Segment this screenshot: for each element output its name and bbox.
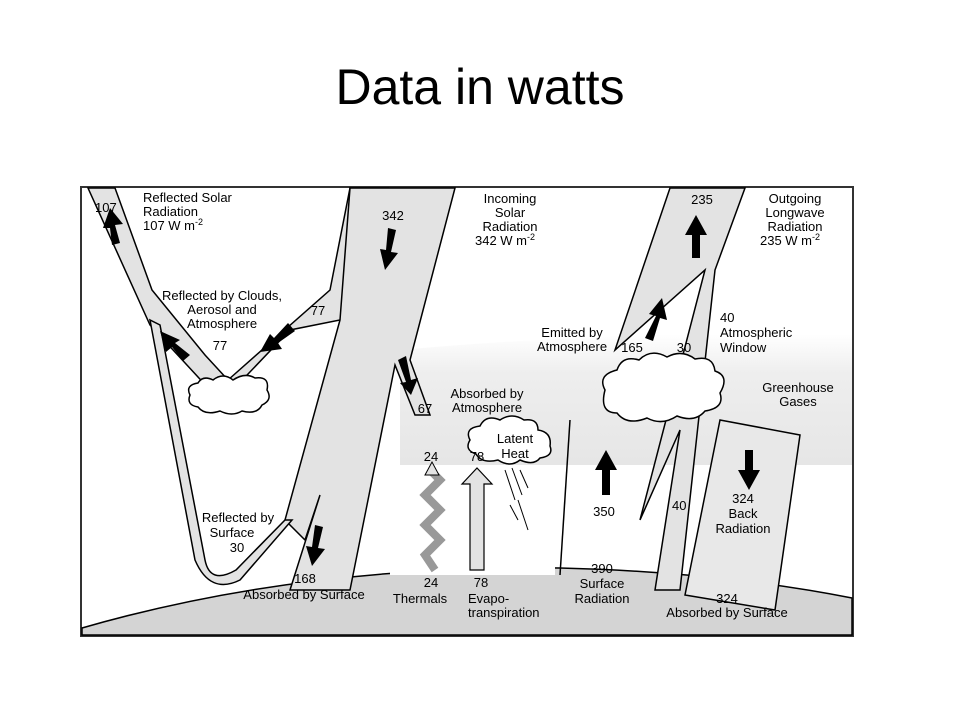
evapotranspiration-label: Evapo- transpiration: [468, 591, 540, 620]
rain-icon: [504, 467, 529, 531]
outgoing-longwave-label: Outgoing Longwave Radiation 235 W m-2: [760, 191, 825, 248]
svg-text:342 W m-2: 342 W m-2: [475, 232, 535, 248]
back-radiation-label: Back Radiation: [716, 506, 771, 536]
atmospheric-window-lower-value: 40: [672, 498, 686, 513]
slide-title: Data in watts: [335, 59, 625, 115]
incoming-solar-value: 342: [382, 208, 404, 223]
svg-text:Longwave: Longwave: [765, 205, 824, 220]
arrow-left-77-out: [160, 331, 190, 361]
reflected-surface-band: [148, 318, 294, 586]
latent-heat-value: 78: [470, 449, 484, 464]
surface-radiation-edge: [559, 419, 571, 576]
back-radiation-value: 324: [732, 491, 754, 506]
svg-text:Surface: Surface: [210, 525, 255, 540]
cloud-emission-value: 30: [677, 340, 691, 355]
atmospheric-window-value: 40: [720, 310, 734, 325]
thermals-bottom-value: 24: [424, 575, 438, 590]
arrow-up-350: [595, 450, 617, 495]
evapotranspiration-arrow: [460, 467, 494, 571]
greenhouse-cloud-icon: [602, 352, 725, 423]
svg-text:Absorbed by: Absorbed by: [451, 386, 524, 401]
arrow-up-165: [645, 298, 667, 341]
svg-text:Atmospheric: Atmospheric: [720, 325, 793, 340]
reflected-by-clouds-value-in: 77: [311, 303, 325, 318]
svg-text:Atmosphere: Atmosphere: [452, 400, 522, 415]
absorbed-by-atmosphere-label: Absorbed by Atmosphere: [451, 386, 524, 415]
svg-text:Incoming: Incoming: [484, 191, 537, 206]
absorbed-surface-back-label: Absorbed by Surface: [666, 605, 787, 620]
arrow-up-235: [685, 215, 707, 258]
svg-text:transpiration: transpiration: [468, 605, 540, 620]
svg-text:Back: Back: [729, 506, 758, 521]
flow-arrows: [103, 208, 760, 566]
reflected-by-clouds-value-out: 77: [213, 338, 227, 353]
arrow-down-67: [398, 356, 418, 395]
svg-text:Radiation: Radiation: [716, 521, 771, 536]
surface-upward-value: 350: [593, 504, 615, 519]
latent-heat-label: Latent Heat: [497, 431, 534, 461]
surface-radiation-value: 390: [591, 561, 613, 576]
svg-text:Evapo-: Evapo-: [468, 591, 509, 606]
reflected-by-clouds-label: Reflected by Clouds, Aerosol and Atmosph…: [162, 288, 282, 331]
emitted-by-atmosphere-value: 165: [621, 340, 643, 355]
evapotranspiration-value: 78: [474, 575, 488, 590]
greenhouse-gases-label: Greenhouse Gases: [762, 380, 834, 409]
outgoing-longwave-value: 235: [691, 192, 713, 207]
svg-text:Reflected by Clouds,: Reflected by Clouds,: [162, 288, 282, 303]
reflected-solar-label: Reflected Solar Radiation 107 W m-2: [143, 190, 233, 233]
svg-text:Reflected by: Reflected by: [202, 510, 275, 525]
back-radiation-band: [684, 419, 801, 611]
absorbed-surface-solar-value: 168: [294, 571, 316, 586]
thermals-label: Thermals: [393, 591, 448, 606]
svg-text:Aerosol and: Aerosol and: [187, 302, 256, 317]
svg-text:Radiation: Radiation: [483, 219, 538, 234]
thermals-top-value: 24: [424, 449, 438, 464]
svg-text:Latent: Latent: [497, 431, 534, 446]
svg-text:Gases: Gases: [779, 394, 817, 409]
absorbed-surface-solar-label: Absorbed by Surface: [243, 587, 364, 602]
svg-text:235 W m-2: 235 W m-2: [760, 232, 820, 248]
svg-text:Radiation: Radiation: [768, 219, 823, 234]
arrow-down-168: [306, 525, 325, 566]
absorbed-by-atmosphere-value: 67: [418, 401, 432, 416]
svg-text:107 W m-2: 107 W m-2: [143, 217, 203, 233]
surface-radiation-label: Surface Radiation: [575, 576, 630, 606]
arrow-down-342: [380, 228, 398, 270]
arrow-down-324: [738, 450, 760, 490]
svg-text:Heat: Heat: [501, 446, 529, 461]
thermals-arrow: [419, 467, 446, 573]
reflected-by-surface-label: Reflected by Surface: [202, 510, 275, 540]
emitted-by-atmosphere-label: Emitted by Atmosphere: [537, 325, 607, 354]
svg-text:Window: Window: [720, 340, 767, 355]
incoming-solar-label: Incoming Solar Radiation 342 W m-2: [475, 191, 537, 248]
arrow-left-77-in: [260, 323, 295, 352]
svg-text:Emitted by: Emitted by: [541, 325, 603, 340]
arrow-up-107: [103, 208, 123, 245]
svg-text:Atmosphere: Atmosphere: [187, 316, 257, 331]
svg-text:Reflected Solar: Reflected Solar: [143, 190, 233, 205]
reflected-solar-value: 107: [95, 200, 117, 215]
svg-text:Radiation: Radiation: [143, 204, 198, 219]
svg-text:Outgoing: Outgoing: [769, 191, 822, 206]
cloud-icon: [187, 374, 270, 415]
svg-text:Solar: Solar: [495, 205, 526, 220]
svg-text:Greenhouse: Greenhouse: [762, 380, 834, 395]
svg-text:Surface: Surface: [580, 576, 625, 591]
svg-text:Radiation: Radiation: [575, 591, 630, 606]
latent-heat-cloud-icon: [467, 415, 552, 465]
reflected-by-surface-value: 30: [230, 540, 244, 555]
atmospheric-window-label: Atmospheric Window: [720, 325, 793, 355]
svg-text:Atmosphere: Atmosphere: [537, 339, 607, 354]
absorbed-surface-back-value: 324: [716, 591, 738, 606]
